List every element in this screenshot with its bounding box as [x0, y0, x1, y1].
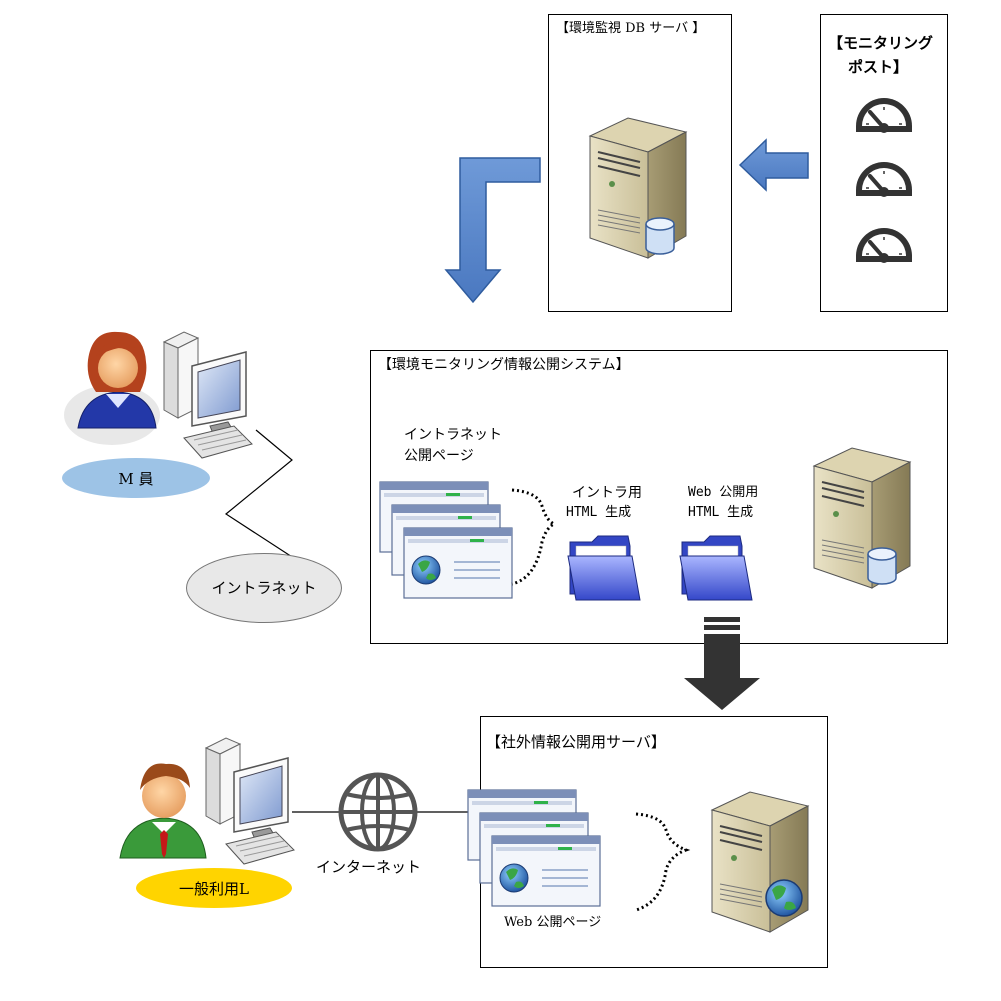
globe-icon: [338, 772, 418, 852]
general-user-label-ellipse: 一般利用L: [136, 868, 292, 908]
database-icon: [645, 217, 675, 255]
intranet-pages-label-1: イントラネット: [404, 427, 502, 443]
web-html-label-2: HTML 生成: [688, 505, 754, 520]
intranet-connection-line: [224, 429, 307, 567]
database-icon: [867, 547, 897, 585]
gauge-icon: [854, 226, 914, 265]
general-user-avatar-icon: [119, 763, 207, 859]
monitoring-post-title-2: ポスト】: [848, 58, 909, 76]
intranet-pages-label-2: 公開ページ: [404, 448, 474, 464]
web-html-label-1: Web 公開用: [688, 485, 759, 500]
system-title: 【環境モニタリング情報公開システム】: [378, 357, 630, 373]
dotted-brace: [511, 488, 558, 586]
staff-label-ellipse: M 員: [62, 458, 210, 498]
computer-icon: [163, 331, 253, 459]
intranet-label: イントラネット: [211, 579, 317, 597]
arrow-down-icon: [684, 617, 760, 710]
public-server-title: 【社外情報公開用サーバ】: [486, 733, 666, 751]
gauge-icon: [854, 160, 914, 199]
folder-icon: [679, 535, 753, 601]
web-page-icon: [492, 836, 600, 906]
gauge-icon: [854, 96, 914, 135]
monitoring-post-title-1: 【モニタリング: [828, 34, 934, 52]
staff-label: M 員: [118, 470, 154, 488]
general-user-label: 一般利用L: [179, 880, 249, 898]
internet-label: インターネット: [316, 858, 422, 876]
globe-icon: [765, 879, 803, 917]
db-server-title: 【環境監視 DB サーバ 】: [556, 21, 706, 36]
intra-html-label-1: イントラ用: [572, 485, 642, 501]
intranet-cloud: イントラネット: [186, 553, 342, 623]
folder-icon: [567, 535, 641, 601]
arrow-left-icon: [738, 138, 809, 192]
staff-avatar-icon: [64, 331, 160, 445]
web-page-icon: [404, 528, 512, 598]
intra-html-label-2: HTML 生成: [566, 505, 632, 520]
dotted-brace: [635, 812, 691, 912]
computer-icon: [205, 737, 295, 865]
arrow-down-icon: [444, 157, 541, 304]
public-pages-label: Web 公開ページ: [504, 915, 602, 930]
